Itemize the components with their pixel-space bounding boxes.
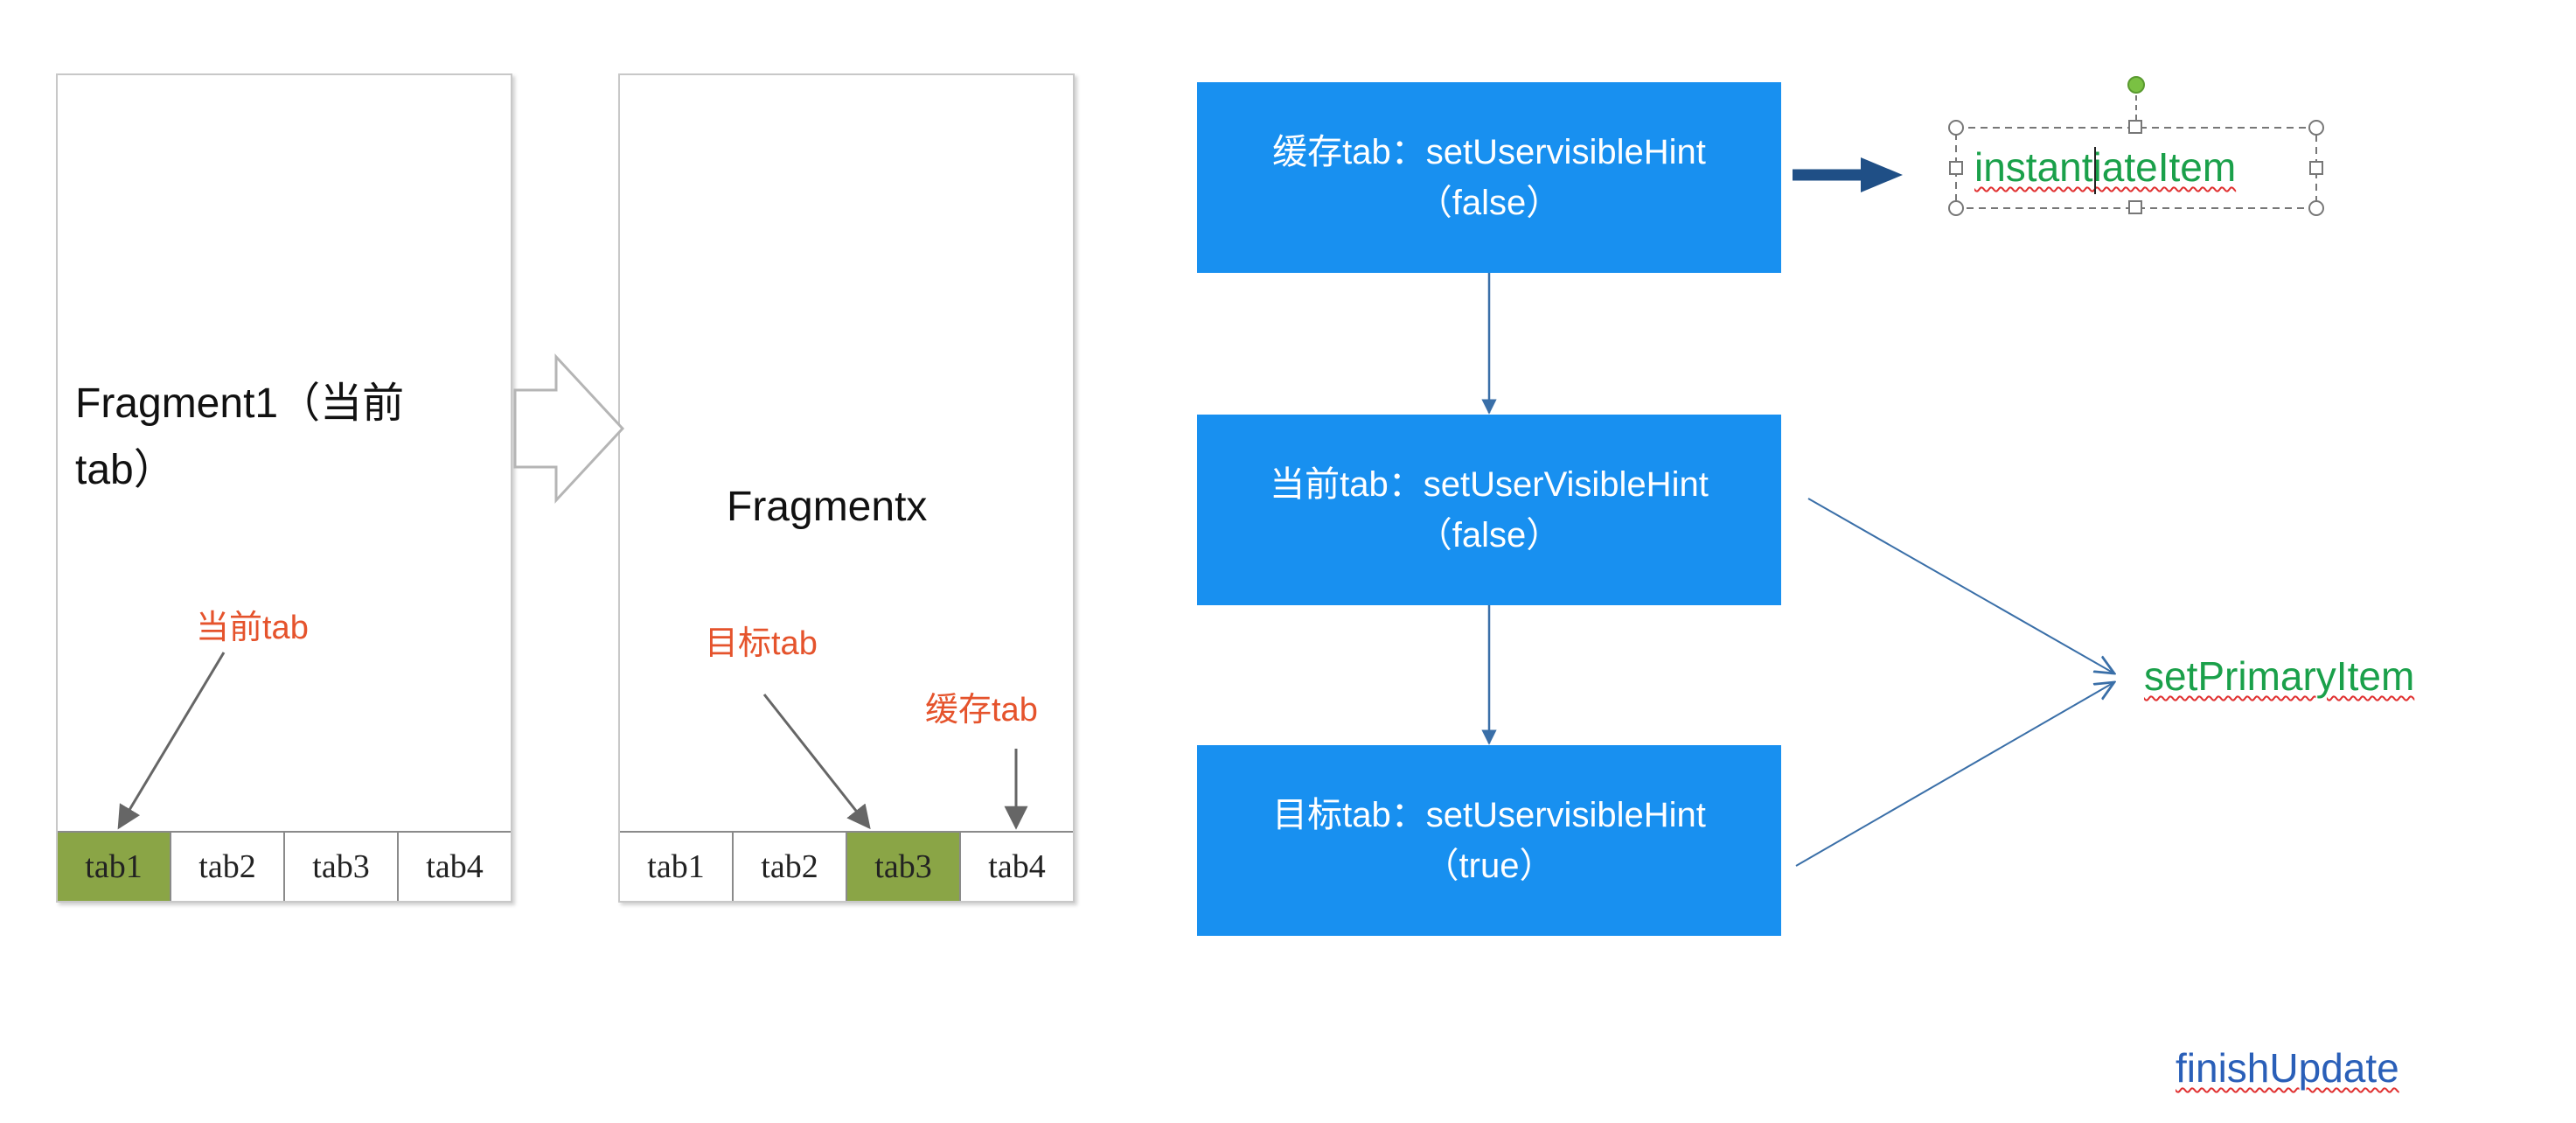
converge-arrow-bottom	[1795, 682, 2114, 867]
tab-2[interactable]: tab2	[734, 833, 847, 901]
flow-box-target: 目标tab：setUservisibleHint （true）	[1197, 745, 1781, 936]
flow-box-cache-line2: （false）	[1417, 184, 1562, 222]
tab-4[interactable]: tab4	[399, 833, 511, 901]
fragment1-title-line1: Fragment1（当前	[75, 380, 405, 427]
tab-bar-1: tab1 tab2 tab3 tab4	[58, 831, 511, 901]
tab-3[interactable]: tab3	[285, 833, 399, 901]
finish-update-label[interactable]: finishUpdate	[2176, 1045, 2399, 1091]
tab-4[interactable]: tab4	[961, 833, 1073, 901]
flow-box-cache-line1: 缓存tab：setUservisibleHint	[1272, 133, 1706, 171]
flow-box-current: 当前tab：setUserVisibleHint （false）	[1197, 415, 1781, 605]
tab-bar-2: tab1 tab2 tab3 tab4	[620, 831, 1073, 901]
flow-box-current-line2: （false）	[1417, 516, 1562, 555]
instantiate-item-label[interactable]: instantiateItem	[1974, 144, 2237, 190]
tab-1[interactable]: tab1	[620, 833, 734, 901]
tab-2[interactable]: tab2	[171, 833, 285, 901]
fragmentx-title: Fragmentx	[727, 484, 928, 530]
current-tab-label: 当前tab	[196, 610, 309, 646]
fragment1-title-line2: tab）	[75, 447, 176, 493]
text-selection-frame	[1948, 76, 2324, 216]
converge-arrow-top	[1807, 498, 2114, 673]
cache-tab-label: 缓存tab	[925, 692, 1038, 729]
phone-mockup-target: Fragmentx tab1 tab2 tab3 tab4	[618, 73, 1075, 903]
phone-mockup-current: Fragment1（当前 tab） tab1 tab2 tab3 tab4	[56, 73, 512, 903]
set-primary-item-label[interactable]: setPrimaryItem	[2144, 653, 2415, 699]
target-tab-label: 目标tab	[705, 625, 818, 662]
flow-box-target-line1: 目标tab：setUservisibleHint	[1272, 796, 1706, 834]
tab-3[interactable]: tab3	[847, 833, 961, 901]
transition-arrow-icon	[513, 353, 625, 504]
tab-1[interactable]: tab1	[58, 833, 171, 901]
flow-box-cache: 缓存tab：setUservisibleHint （false）	[1197, 82, 1781, 273]
current-tab-pointer	[117, 652, 226, 830]
flow-box-target-line2: （true）	[1424, 847, 1555, 885]
fragment1-title: Fragment1（当前 tab）	[75, 371, 404, 504]
target-tab-pointer	[762, 694, 871, 830]
flow-box-current-line1: 当前tab：setUserVisibleHint	[1270, 465, 1709, 504]
thick-arrow-icon	[1861, 157, 1903, 192]
